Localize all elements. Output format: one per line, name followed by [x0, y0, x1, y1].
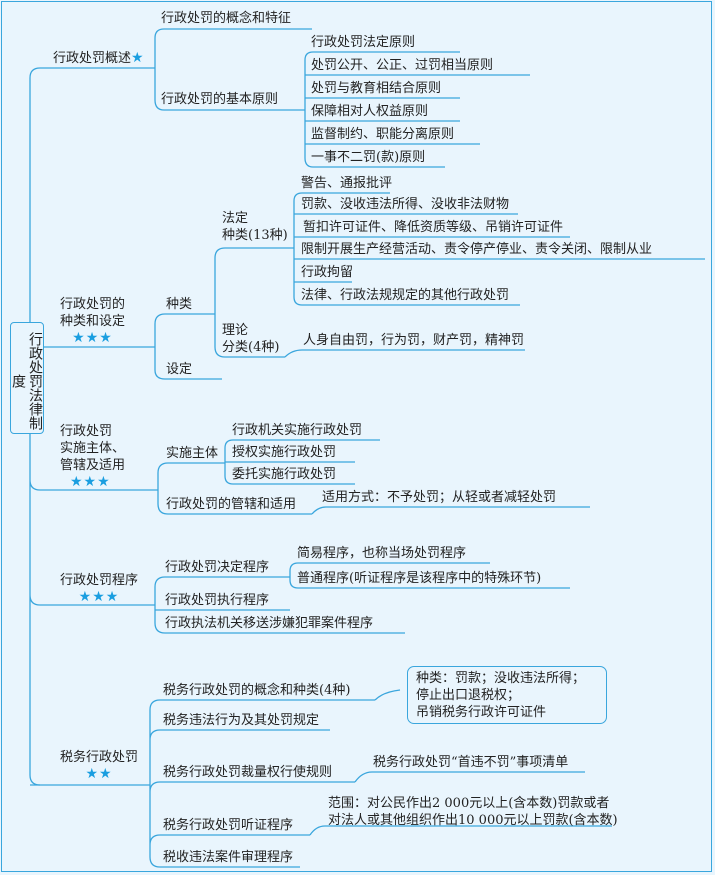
scope-line: 对法人或其他组织作出10 000元以上罚款(含本数) [328, 813, 618, 828]
node-legal-kinds: 法定种类(13种) [222, 210, 288, 244]
label: 法定 [222, 211, 249, 226]
node-tax-hearing: 税务行政处罚听证程序 [163, 818, 294, 833]
section-title: 行政处罚程序 [60, 573, 139, 588]
node-transfer: 行政执法机关移送涉嫌犯罪案件程序 [165, 616, 374, 631]
principle-item: 处罚公开、公正、过罚相当原则 [311, 58, 494, 73]
penalty-item: 罚款、没收违法所得、没收非法财物 [301, 197, 510, 212]
star-icon: ★★★ [72, 330, 113, 346]
node-tax-concept: 税务行政处罚的概念和种类(4种) [163, 683, 351, 698]
node-subject: 实施主体 [166, 446, 219, 461]
node-principles: 行政处罚的基本原则 [161, 92, 279, 107]
principle-item: 保障相对人权益原则 [311, 104, 429, 119]
scope-line: 范围：对公民作出2 000元以上(含本数)罚款或者 [328, 796, 610, 811]
label: 分类(4种) [222, 340, 280, 355]
theory-item: 人身自由罚，行为罚，财产罚，精神罚 [303, 333, 525, 348]
label: 理论 [222, 323, 249, 338]
section-title: 行政处罚概述 [53, 51, 132, 66]
node-jurisdiction: 行政处罚的管辖和适用 [166, 497, 297, 512]
section-tax: 税务行政处罚 ★★ [60, 749, 138, 783]
section-subjects: 行政处罚 实施主体、 管辖及适用 ★★★ [60, 423, 125, 491]
callout-line: 种类：罚款；没收违法所得； [416, 671, 586, 686]
principle-item: 行政处罚法定原则 [311, 35, 416, 50]
decision-item: 普通程序(听证程序是该程序中的特殊环节) [297, 571, 542, 586]
penalty-item: 行政拘留 [301, 265, 354, 280]
root-node: 行政处罚法律制度 [10, 322, 44, 434]
section-types: 行政处罚的 种类和设定 ★★★ [60, 296, 125, 347]
penalty-item: 法律、行政法规规定的其他行政处罚 [301, 288, 510, 303]
section-overview: 行政处罚概述★ [53, 50, 145, 67]
subject-item: 行政机关实施行政处罚 [232, 423, 363, 438]
node-tax-discretion: 税务行政处罚裁量权行使规则 [163, 765, 333, 780]
callout-box: 种类：罚款；没收违法所得； 停止出口退税权； 吊销税务行政许可证件 [407, 666, 607, 724]
node-tax-violation: 税务违法行为及其处罚规定 [163, 713, 320, 728]
callout-line: 吊销税务行政许可证件 [416, 705, 547, 720]
callout-line: 停止出口退税权； [416, 688, 521, 703]
node-execution: 行政处罚执行程序 [165, 593, 270, 608]
star-icon: ★★★ [78, 589, 120, 605]
star-icon: ★★ [85, 766, 113, 782]
node-setting: 设定 [166, 362, 193, 377]
subject-item: 授权实施行政处罚 [232, 445, 337, 460]
principle-item: 监督制约、职能分离原则 [311, 127, 455, 142]
penalty-item: 暂扣许可证件、降低资质等级、吊销许可证件 [303, 220, 564, 235]
discretion-item: 税务行政处罚“首违不罚”事项清单 [373, 755, 569, 770]
section-title: 种类和设定 [60, 314, 126, 329]
section-procedure: 行政处罚程序 ★★★ [60, 572, 138, 606]
section-title: 行政处罚 [60, 424, 113, 439]
section-title: 实施主体、 [60, 441, 126, 456]
penalty-item: 警告、通报批评 [301, 176, 393, 191]
penalty-item: 限制开展生产经营活动、责令停产停业、责令关闭、限制从业 [301, 242, 653, 257]
application-item: 适用方式：不予处罚；从轻或者减轻处罚 [322, 490, 557, 505]
node-decision: 行政处罚决定程序 [165, 560, 270, 575]
hearing-scope: 范围：对公民作出2 000元以上(含本数)罚款或者 对法人或其他组织作出10 0… [328, 795, 618, 829]
star-icon: ★ [131, 50, 145, 66]
node-tax-case-review: 税收违法案件审理程序 [163, 850, 294, 865]
node-kinds: 种类 [166, 297, 193, 312]
star-icon: ★★★ [70, 474, 111, 490]
node-concept: 行政处罚的概念和特征 [161, 11, 292, 26]
principle-item: 一事不二罚(款)原则 [311, 150, 426, 165]
principle-item: 处罚与教育相结合原则 [311, 81, 442, 96]
subject-item: 委托实施行政处罚 [232, 467, 337, 482]
section-title: 管辖及适用 [60, 458, 126, 473]
label: 种类(13种) [222, 228, 288, 243]
section-title: 税务行政处罚 [60, 750, 139, 765]
section-title: 行政处罚的 [60, 297, 126, 312]
decision-item: 简易程序，也称当场处罚程序 [297, 546, 467, 561]
node-theory-kinds: 理论分类(4种) [222, 322, 279, 356]
